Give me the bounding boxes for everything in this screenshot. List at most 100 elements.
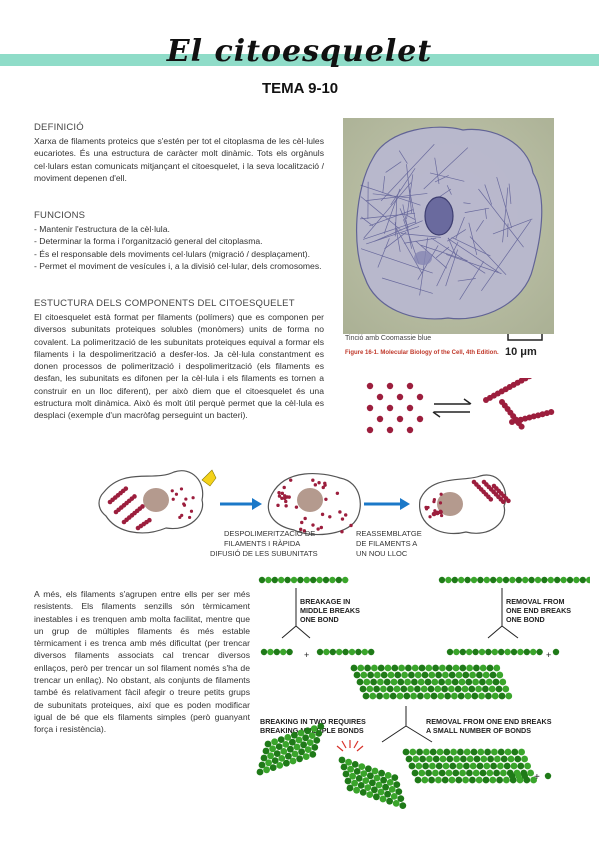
cell-migration-diagram: DESPOLIMERITZACIÓ DE FILAMENTS I RÀPIDA …: [98, 469, 511, 558]
plus-sign: +: [534, 772, 540, 783]
filament-subunit: [282, 741, 290, 748]
filament-subunit: [353, 671, 361, 679]
monomer-dot: [188, 515, 192, 520]
filament-subunit: [423, 692, 431, 700]
filament-subunit: [524, 762, 531, 770]
filament-subunit: [304, 727, 311, 735]
filament-subunit: [414, 685, 421, 693]
actin-fiber: [408, 185, 417, 224]
filament-subunit: [496, 776, 503, 784]
filament-subunit: [441, 776, 449, 784]
filament-subunit: [432, 769, 439, 777]
filament-subunit: [472, 678, 479, 686]
filament-subunit: [373, 793, 380, 801]
filament-subunit: [502, 685, 510, 693]
filament-subunit: [476, 762, 484, 770]
filament-subunit: [503, 776, 510, 784]
actin-fiber: [394, 222, 401, 252]
plus-sign: +: [304, 650, 309, 660]
filament-subunit: [291, 731, 298, 739]
actin-fiber: [436, 241, 459, 287]
filament-subunit: [309, 751, 317, 758]
monomer-dot: [406, 382, 414, 390]
nucleus-1: [143, 488, 169, 512]
filament-subunit: [373, 774, 381, 782]
filament-subunit: [488, 685, 496, 693]
filament-subunit: [355, 775, 363, 782]
filament-subunit: [507, 755, 515, 763]
filament-subunit: [485, 678, 493, 686]
actin-fiber: [459, 261, 485, 300]
filament-subunit: [376, 692, 383, 700]
filament-subunit: [453, 648, 460, 656]
filament-subunit: [340, 763, 348, 771]
filament-subunit: [315, 730, 323, 737]
filament-subunit: [451, 576, 458, 584]
filament-subunit: [357, 782, 365, 789]
monomer-dot: [324, 497, 328, 501]
filament-subunit: [364, 664, 371, 672]
filament-subunit: [416, 748, 423, 756]
monomer-dot: [170, 489, 174, 493]
filament-subunit: [417, 678, 425, 686]
actin-fiber: [394, 197, 398, 237]
monomer-dot: [396, 393, 404, 401]
filament-subunit: [391, 664, 399, 672]
filament-subunit: [444, 692, 451, 700]
monomer-dot: [343, 513, 348, 517]
filament-subunit: [445, 576, 452, 584]
filament-subunit: [284, 576, 291, 584]
filament-subunit: [377, 788, 385, 796]
filament-subunit: [401, 671, 408, 679]
filament-subunit: [479, 678, 486, 686]
monomer-dot: [320, 512, 325, 517]
filament-subunit: [269, 764, 277, 771]
monomer-dot: [406, 426, 414, 434]
actin-fiber: [405, 214, 416, 220]
monomer-dot: [174, 492, 179, 496]
page-subtitle: TEMA 9-10: [262, 80, 339, 97]
filament-subunit: [471, 692, 479, 700]
filament-subunit: [267, 648, 274, 656]
filament-subunit: [468, 685, 476, 693]
monomer-dot: [277, 491, 281, 495]
filament-subunit: [377, 678, 384, 686]
filament-subunit: [443, 748, 451, 756]
filament-subunit: [466, 648, 473, 656]
filament-subunit: [457, 692, 465, 700]
filament-subunit: [469, 776, 476, 784]
filament-subunit: [432, 664, 439, 672]
filament-subunit: [404, 678, 411, 686]
filament-subunit: [435, 776, 442, 784]
filament-subunit: [424, 678, 432, 686]
filament-subunit: [298, 748, 305, 756]
filament-subunit: [438, 576, 446, 584]
actin-fiber: [423, 147, 469, 190]
filament-subunit: [461, 685, 469, 693]
actin-fiber: [383, 188, 401, 234]
filament-subunit: [517, 648, 524, 656]
filament-subunit: [417, 692, 424, 700]
filament-subunit: [478, 648, 486, 656]
filament-subunit: [311, 744, 319, 751]
filament-subunit: [428, 671, 436, 679]
filament-subunit: [493, 664, 501, 672]
filament-subunit: [387, 671, 395, 679]
micrograph-caption-left: Tinció amb Coomassie blue: [345, 335, 432, 342]
filament-subunit: [369, 779, 376, 787]
filament-subunit: [448, 671, 456, 679]
actin-fiber: [468, 222, 478, 256]
actin-fiber: [496, 176, 513, 229]
filament-subunit: [500, 755, 508, 763]
filament-subunit: [445, 678, 452, 686]
filament-subunit: [405, 664, 412, 672]
filament-subunit: [380, 776, 387, 784]
filament-subunit: [459, 664, 467, 672]
filament-subunit: [402, 748, 410, 756]
filament-subunit: [264, 740, 272, 748]
actin-fiber: [492, 218, 533, 235]
actin-fiber: [398, 150, 408, 164]
filament-subunit: [399, 802, 407, 809]
filament-subunit: [295, 736, 303, 744]
monomer-dot: [284, 504, 288, 508]
